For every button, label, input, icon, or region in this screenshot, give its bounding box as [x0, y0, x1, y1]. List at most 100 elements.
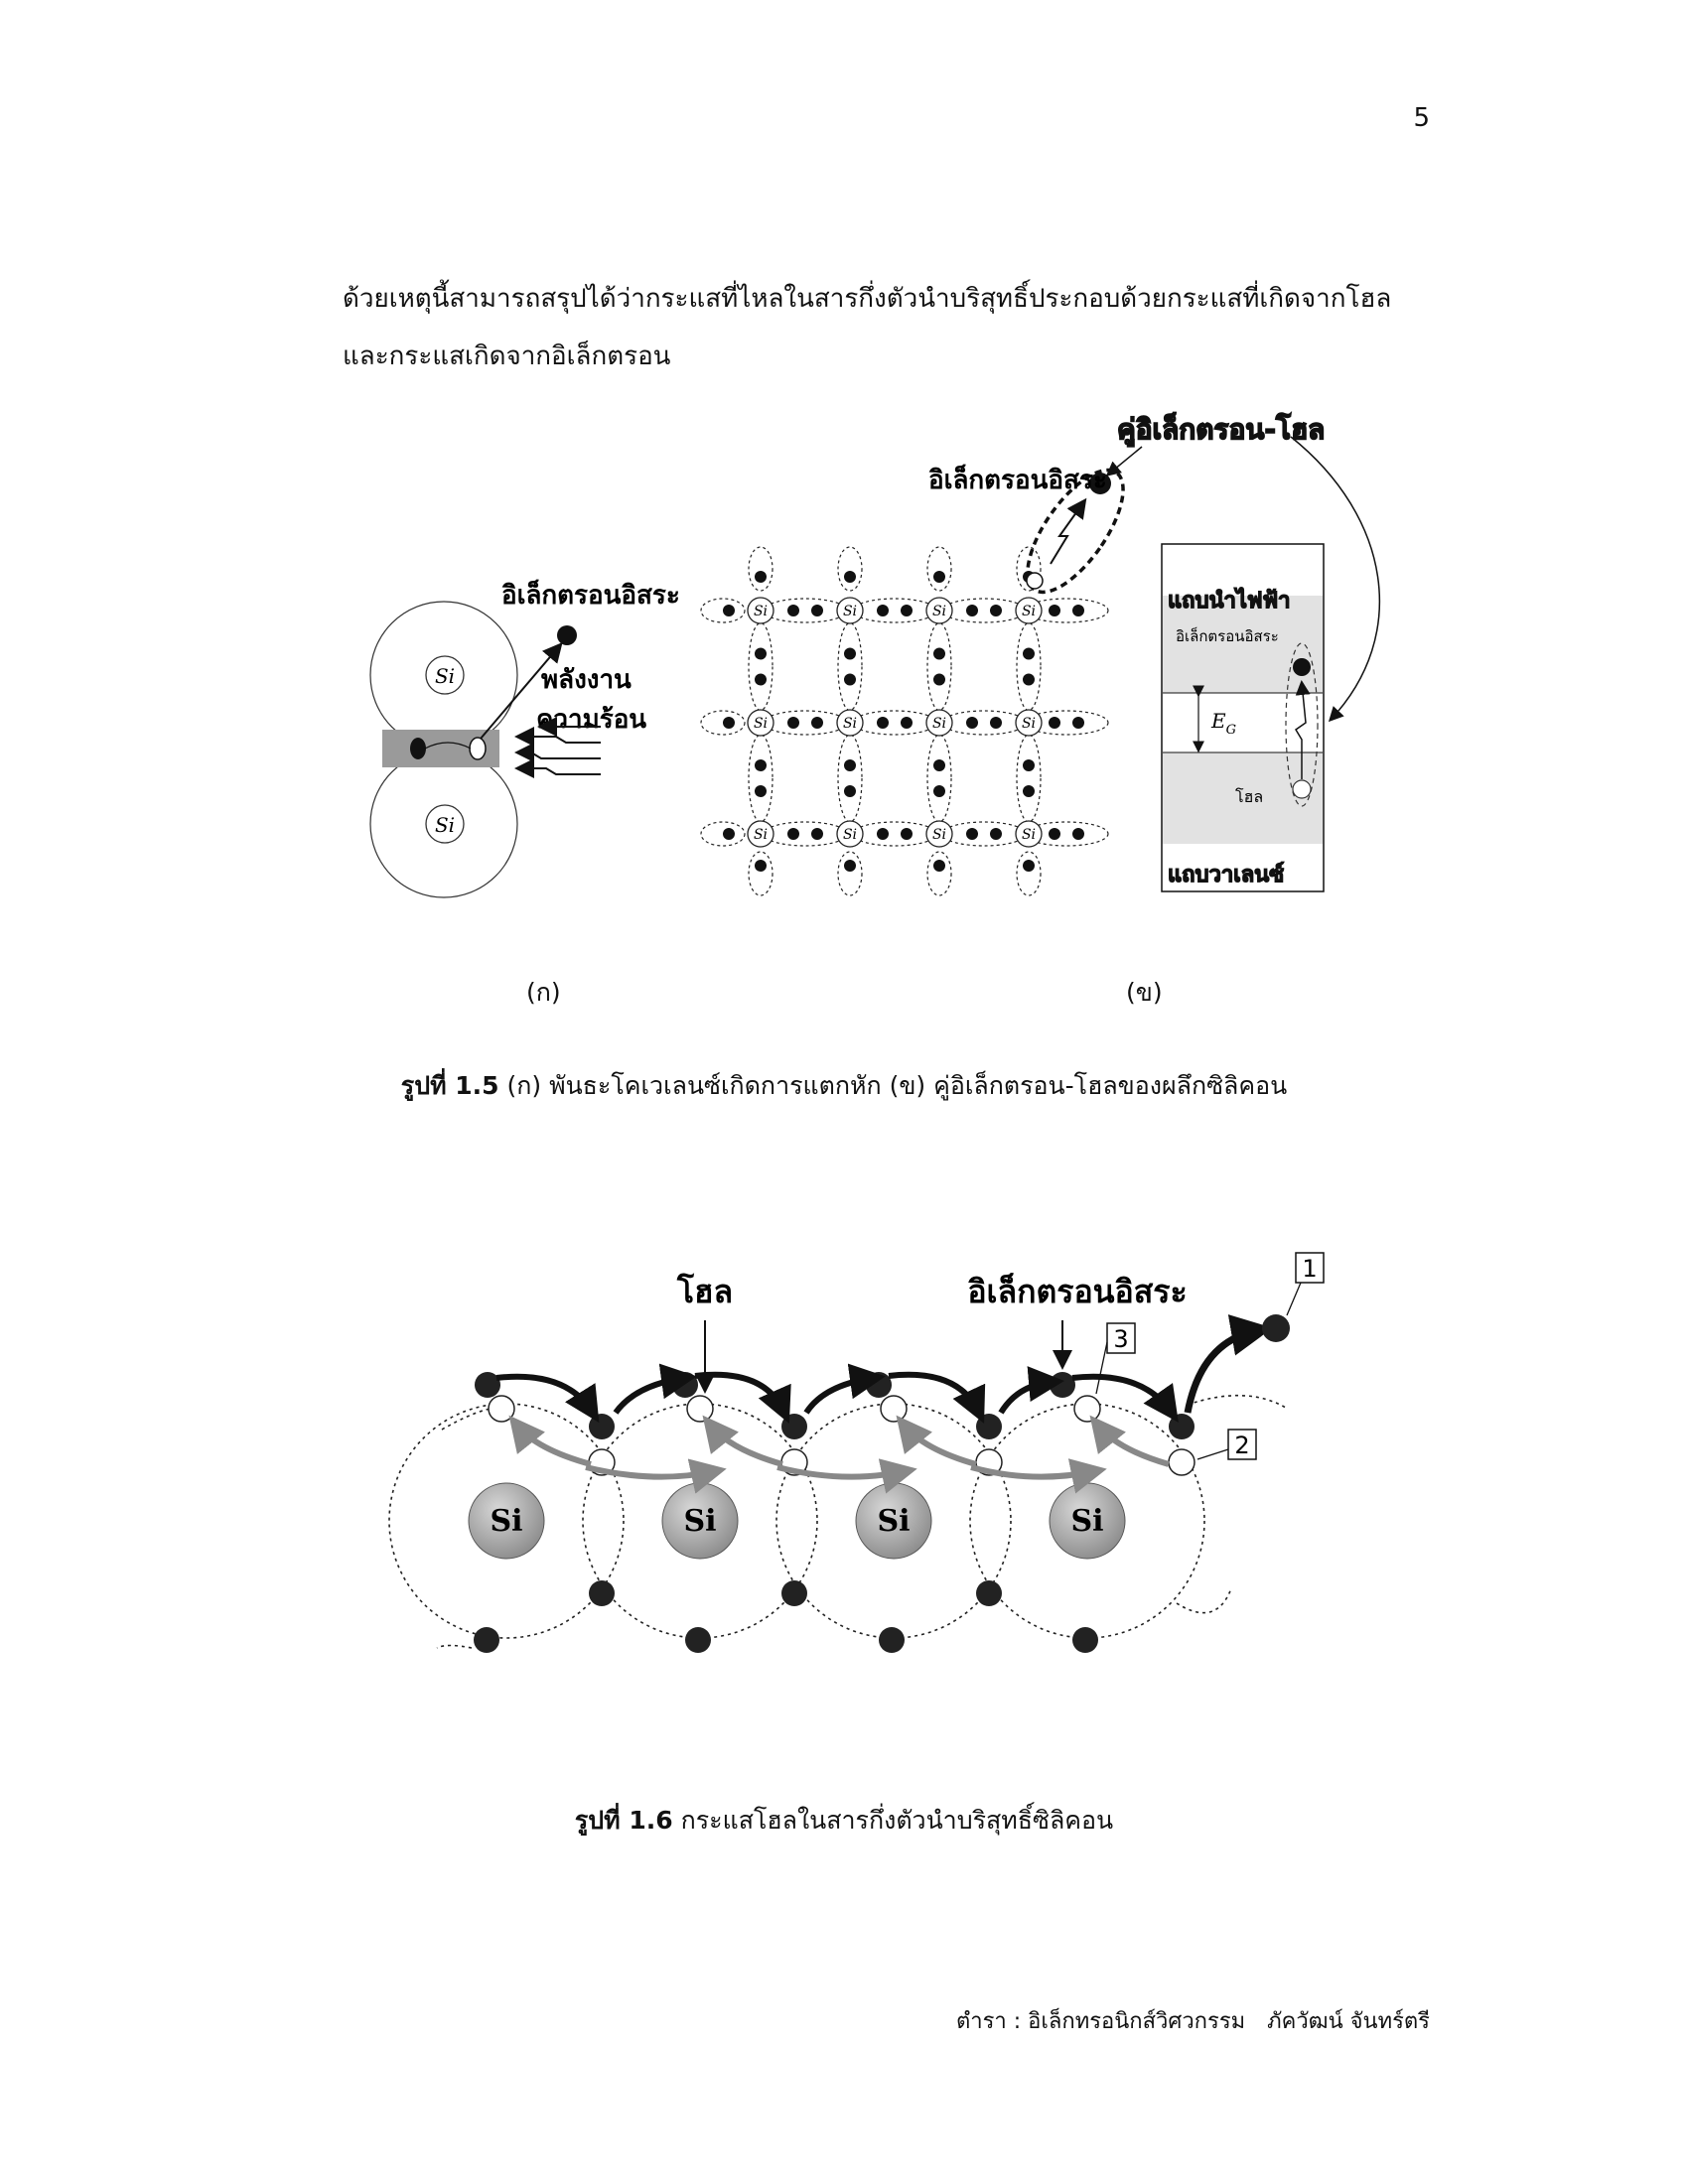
bond-electron — [410, 738, 426, 759]
si-label: Si — [932, 827, 946, 843]
top-electron — [672, 1372, 698, 1398]
energy-band-diagram: แถบนำไฟฟ้า อิเล็กตรอนอิสระ โฮล EG แถบวาเ… — [1161, 543, 1325, 892]
hole-move-arrow — [508, 1415, 592, 1467]
si-sphere-label: Si — [490, 1504, 522, 1539]
si-label-top: Si — [435, 664, 455, 688]
si-atom — [1015, 820, 1043, 848]
hole — [1073, 1395, 1101, 1423]
bond-ellipse — [837, 546, 863, 592]
bond-ellipse — [1016, 734, 1042, 823]
electron-hop-arrow — [495, 1373, 600, 1424]
hole-move-arrow — [585, 1458, 727, 1494]
si-label-bottom: Si — [435, 813, 455, 837]
bond-electron — [1023, 759, 1035, 771]
bottom-electron — [879, 1627, 905, 1653]
bond-electron — [1072, 717, 1084, 729]
bond-electron — [844, 785, 856, 797]
bond-link — [424, 742, 472, 750]
band-hole-label: โฮล — [1235, 787, 1263, 806]
electron-hop-arrow — [1071, 1373, 1179, 1423]
figure-1-6-caption: รูปที่ 1.6 กระแสโฮลในสารกึ่งตัวนำบริสุทธ… — [0, 1801, 1688, 1841]
si-atom — [836, 597, 864, 624]
bond-electron — [1072, 605, 1084, 616]
bond-electron — [933, 673, 945, 686]
si-sphere-label: Si — [877, 1504, 910, 1539]
bond-ellipse — [852, 821, 937, 847]
bond-electron — [1023, 673, 1035, 686]
paragraph-line-2: และกระแสเกิดจากอิเล็กตรอน — [343, 341, 671, 371]
bond-ellipse — [941, 710, 1027, 736]
electron-hole-pair-label: คู่อิเล็กตรอน-โฮล — [1117, 412, 1325, 447]
bond-ellipse — [837, 734, 863, 823]
electron-hop-arrow — [888, 1371, 986, 1424]
bond-electron — [755, 571, 767, 583]
escape-hop-arrow — [1184, 1314, 1273, 1414]
free-electron-label-a: อิเล็กตรอนอิสระ — [501, 579, 680, 611]
si-sphere — [468, 1482, 545, 1560]
bottom-electron — [1072, 1627, 1098, 1653]
bond-electron — [723, 717, 735, 729]
bond-electron — [787, 828, 799, 840]
escaped-electron — [1089, 473, 1111, 494]
bond-electron — [1049, 828, 1060, 840]
step3-leader — [1095, 1341, 1108, 1395]
bond-ellipse — [941, 821, 1027, 847]
bond-ellipse — [748, 851, 774, 896]
footer-author: ภัควัฒน์ จันทร์ตรี — [1267, 2009, 1430, 2034]
bond-electron — [787, 717, 799, 729]
bond-electron — [787, 605, 799, 616]
si-atom — [925, 709, 953, 737]
panel-b-label: (ข) — [1126, 978, 1163, 1007]
bottom-electron — [976, 1580, 1002, 1606]
bond-electron — [990, 828, 1002, 840]
heat-arrows — [514, 717, 601, 778]
bond-electron — [966, 717, 978, 729]
bond-electron — [755, 860, 767, 872]
pair-dashed-ellipse — [1026, 468, 1125, 595]
bond-ellipse — [1016, 851, 1042, 896]
bond-electron — [1023, 860, 1035, 872]
bond-ellipse — [700, 821, 746, 847]
bond-electron — [990, 717, 1002, 729]
si-sphere-label: Si — [1070, 1504, 1103, 1539]
bond-ellipse — [748, 621, 774, 712]
bond-ellipse — [926, 851, 952, 896]
hole-move-arrow — [1089, 1415, 1170, 1467]
hole-move-arrow — [776, 1458, 917, 1494]
bond-ellipse — [837, 621, 863, 712]
top-electron — [589, 1414, 615, 1439]
figure-1-5-panel-b-escape: อิเล็กตรอนอิสระ คู่อิเล็กตรอน-โฮล — [928, 411, 1381, 723]
bond-electron — [755, 759, 767, 771]
top-electron — [976, 1414, 1002, 1439]
bond-electron — [933, 647, 945, 660]
si-sphere-label: Si — [683, 1504, 716, 1539]
top-electron — [781, 1414, 807, 1439]
hole — [1168, 1448, 1196, 1476]
bottom-electron — [589, 1580, 615, 1606]
bond-ellipse — [852, 598, 937, 623]
step-number: 1 — [1302, 1255, 1317, 1283]
figure-1-5-caption-prefix: รูปที่ 1.5 — [400, 1071, 499, 1100]
heat-energy-label-1: พลังงาน — [541, 665, 632, 695]
step-box — [1227, 1429, 1257, 1460]
lattice-hole — [1026, 572, 1044, 590]
pair-label-arrow — [1105, 446, 1143, 477]
bond-ellipse — [926, 734, 952, 823]
figure-1-5-caption: รูปที่ 1.5 (ก) พันธะโคเวเลนซ์เกิดการแตกห… — [0, 1066, 1688, 1106]
conduction-band — [1163, 596, 1323, 693]
figure-1-6-caption-prefix: รูปที่ 1.6 — [574, 1806, 673, 1835]
si-atom — [747, 597, 774, 624]
bond-electron — [990, 605, 1002, 616]
si-label: Si — [1022, 604, 1036, 619]
bond-ellipse — [700, 598, 746, 623]
bond-ellipse — [1016, 546, 1042, 592]
page-footer: ตำรา : อิเล็กทรอนิกส์วิศวกรรมภัควัฒน์ จั… — [894, 2003, 1430, 2038]
bond-electron — [844, 571, 856, 583]
si-atom — [747, 709, 774, 737]
bond-electron — [844, 860, 856, 872]
top-electron — [1169, 1414, 1195, 1439]
bond-electron — [811, 605, 823, 616]
si-label: Si — [843, 604, 857, 619]
